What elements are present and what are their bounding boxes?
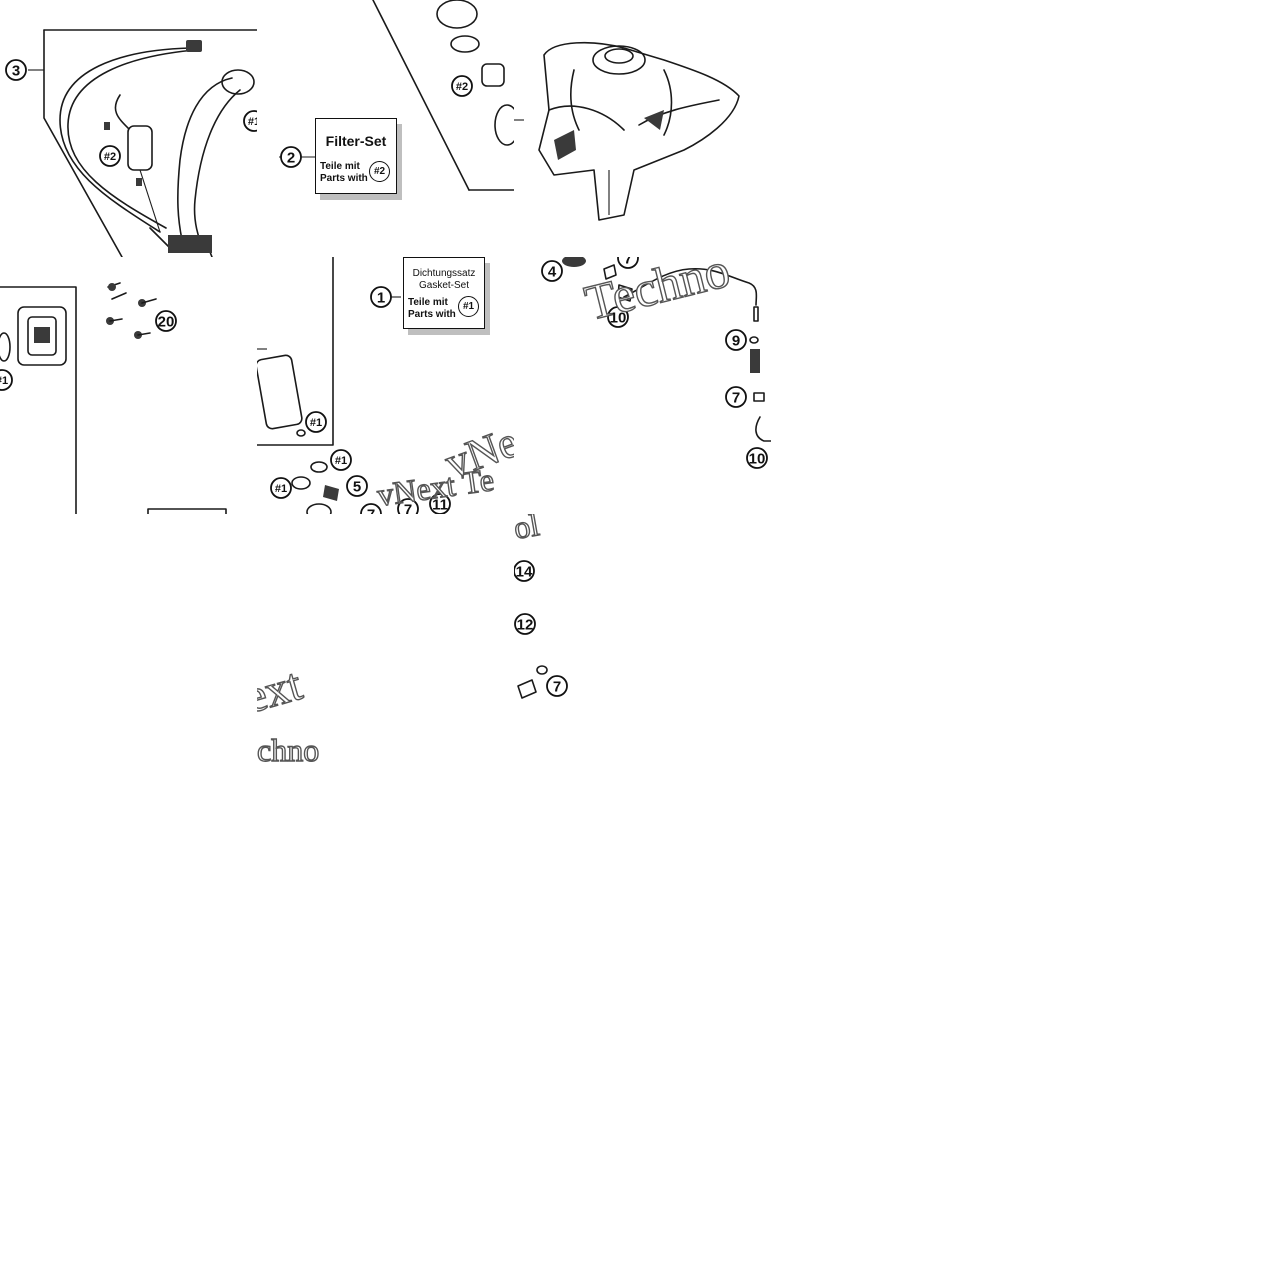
tile-filter-set: 2 #2 Filter-Set Teile mit Parts with #2	[257, 0, 514, 257]
svg-text:14: 14	[516, 564, 533, 581]
callout-5-center: 5	[346, 475, 368, 497]
svg-text:7: 7	[553, 679, 561, 696]
callout-7-top: 7	[617, 257, 639, 269]
tile-fuel-pump-harness: 3 #2 #1	[0, 0, 257, 257]
filter-set-badge: #2	[369, 161, 390, 182]
filter-set-line1: Teile mit	[320, 161, 360, 173]
svg-text:7: 7	[624, 257, 632, 268]
filter-drawing	[279, 0, 514, 191]
small-parts-callouts: 14 12 7	[514, 560, 568, 697]
watermark-chno: chno	[257, 731, 320, 768]
callout-hash-1-oring-b: #1	[270, 477, 292, 499]
callout-7-center-b: 7	[360, 503, 382, 515]
gasket-callouts: 1 #1 #1 #1 5 7	[270, 286, 451, 515]
svg-text:#1: #1	[0, 375, 8, 387]
svg-text:11: 11	[432, 497, 448, 514]
svg-text:10: 10	[749, 451, 766, 468]
svg-text:#1: #1	[248, 116, 257, 128]
callout-11-center: 11	[429, 493, 451, 514]
gasket-set-line1: Teile mit	[408, 297, 448, 308]
callout-2: 2	[280, 146, 302, 168]
svg-text:#2: #2	[104, 151, 116, 163]
callout-10-bottom: 10	[746, 447, 768, 469]
filter-callouts: 2 #2	[280, 75, 473, 168]
callout-10-top: 10	[607, 306, 629, 328]
svg-text:9: 9	[732, 333, 740, 350]
watermark-ol: ol	[514, 514, 542, 547]
svg-text:2: 2	[287, 150, 295, 167]
svg-text:#2: #2	[456, 81, 468, 93]
callout-hash-1-oring-a: #1	[330, 449, 352, 471]
tile-breather-hoses: 4 7 10 9 7 10 Techno	[514, 257, 771, 514]
svg-text:12: 12	[517, 617, 534, 634]
svg-text:#1: #1	[275, 483, 287, 495]
svg-text:7: 7	[404, 502, 412, 515]
filter-set-box: Filter-Set Teile mit Parts with #2	[315, 118, 397, 194]
gasket-set-line2: Parts with	[408, 308, 456, 320]
gasket-set-title-en: Gasket-Set	[418, 279, 470, 291]
harness-callouts: 3 #2 #1	[5, 59, 257, 167]
filter-set-title: Filter-Set	[325, 133, 387, 149]
callout-20: 20	[155, 310, 177, 332]
tile-small-parts: 14 12 7 ol	[514, 514, 578, 771]
filter-set-line2: Parts with	[320, 172, 368, 184]
callout-7-center-a: 7	[397, 498, 419, 515]
svg-text:10: 10	[610, 310, 627, 327]
svg-text:#1: #1	[335, 455, 347, 467]
svg-text:4: 4	[548, 264, 557, 281]
callout-9: 9	[725, 329, 747, 351]
fasteners-callouts: 20 #1	[0, 310, 177, 391]
svg-text:20: 20	[158, 314, 175, 331]
callout-1: 1	[370, 286, 392, 308]
callout-hash-2: #2	[99, 145, 121, 167]
svg-text:3: 3	[12, 63, 20, 80]
harness-drawing	[28, 29, 257, 257]
gasket-set-badge: #1	[458, 296, 479, 317]
callout-7-right: 7	[725, 386, 747, 408]
tile-fuel-tank	[514, 0, 771, 257]
gasket-set-title-de: Dichtungssatz	[412, 268, 476, 279]
hoses-drawing	[562, 257, 771, 442]
watermark-ext: ext	[257, 658, 308, 724]
callout-hash-1-edge: #1	[243, 110, 257, 132]
callout-hash-1-pump: #1	[305, 411, 327, 433]
tile-watermark-fragment: ext chno	[257, 514, 321, 771]
fuel-tank-drawing	[514, 41, 740, 221]
callout-hash-1-left: #1	[0, 369, 13, 391]
svg-text:1: 1	[377, 290, 385, 307]
small-parts-drawing	[517, 665, 548, 699]
callout-14: 14	[514, 560, 535, 582]
gasket-set-box: Dichtungssatz Gasket-Set Teile mit Parts…	[403, 257, 485, 329]
callout-hash-2-tile: #2	[451, 75, 473, 97]
svg-text:7: 7	[367, 507, 375, 515]
svg-text:#1: #1	[310, 417, 322, 429]
tile-gasket-set: 1 #1 #1 #1 5 7	[257, 257, 514, 514]
hoses-callouts: 4 7 10 9 7 10	[541, 257, 768, 469]
fasteners-drawing	[0, 282, 227, 514]
svg-text:7: 7	[732, 390, 740, 407]
gasket-drawing	[257, 257, 401, 514]
callout-7-bottom: 7	[546, 675, 568, 697]
callout-3: 3	[5, 59, 27, 81]
callout-4: 4	[541, 260, 563, 282]
callout-12: 12	[514, 613, 536, 635]
tile-fasteners: 20 #1	[0, 257, 257, 514]
svg-text:5: 5	[353, 479, 361, 496]
